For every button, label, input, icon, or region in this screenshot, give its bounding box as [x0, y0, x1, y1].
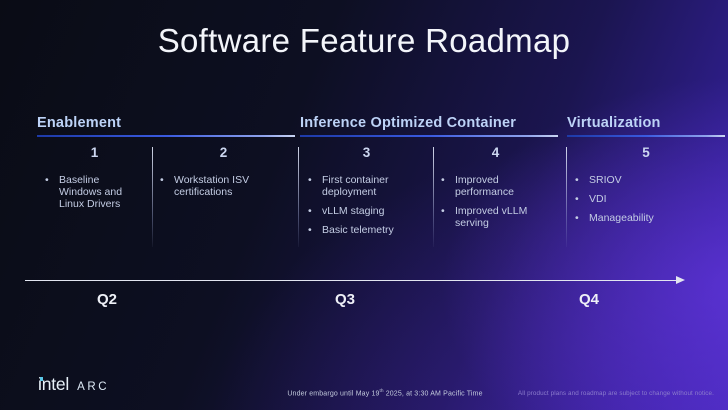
column-number: 5 — [642, 145, 650, 160]
group-inference-optimized-container: Inference Optimized Container 3 First co… — [300, 115, 558, 243]
bullet-icon — [575, 193, 589, 205]
group-enablement: Enablement 1 Baseline Windows and Linux … — [37, 115, 295, 217]
column-number: 2 — [219, 145, 228, 160]
bullet-icon — [308, 205, 322, 217]
arc-wordmark: ARC — [77, 381, 110, 393]
intel-i-dot-icon — [39, 377, 43, 381]
bullet-icon — [160, 174, 174, 198]
bullet-item: Workstation ISV certifications — [152, 174, 295, 198]
group-title: Inference Optimized Container — [300, 115, 517, 131]
roadmap-column-5: 5 SRIOV VDI Manageability — [567, 137, 725, 231]
column-divider — [566, 147, 567, 247]
roadmap-column-4: 4 Improved performance Improved vLLM ser… — [433, 137, 558, 243]
group-virtualization: Virtualization 5 SRIOV VDI Manageabi — [567, 115, 725, 231]
bullet-item: Baseline Windows and Linux Drivers — [37, 174, 152, 210]
roadmap-column-2: 2 Workstation ISV certifications — [152, 137, 295, 217]
bullet-item: Basic telemetry — [300, 224, 433, 236]
group-underline — [37, 135, 295, 137]
bullet-icon — [308, 174, 322, 198]
bullet-icon — [575, 174, 589, 186]
bullet-item: vLLM staging — [300, 205, 433, 217]
embargo-notice: Under embargo until May 19th 2025, at 3:… — [287, 388, 483, 398]
timeline-arrow — [25, 276, 685, 284]
column-divider — [433, 147, 434, 247]
column-number: 4 — [491, 145, 500, 160]
bullet-item: Improved vLLM serving — [433, 205, 558, 229]
group-underline — [567, 135, 725, 137]
bullet-item: First container deployment — [300, 174, 433, 198]
bullet-item: SRIOV — [567, 174, 725, 186]
bullet-icon — [308, 224, 322, 236]
bullet-icon — [441, 205, 455, 229]
group-underline — [300, 135, 558, 137]
intel-arc-logo: intel ARC — [38, 374, 109, 395]
timeline-label-q2: Q2 — [96, 291, 117, 308]
group-title: Enablement — [37, 115, 122, 131]
roadmap-column-1: 1 Baseline Windows and Linux Drivers — [37, 137, 152, 217]
timeline-line — [25, 280, 677, 282]
column-number: 3 — [362, 145, 371, 160]
bullet-item: Manageability — [567, 212, 725, 224]
disclaimer-text: All product plans and roadmap are subjec… — [517, 390, 714, 397]
bullet-icon — [575, 212, 589, 224]
bullet-item: VDI — [567, 193, 725, 205]
column-divider — [298, 147, 299, 247]
timeline-label-q4: Q4 — [578, 291, 599, 308]
column-divider — [152, 147, 153, 247]
intel-wordmark: intel — [38, 374, 70, 394]
bullet-item: Improved performance — [433, 174, 558, 198]
bullet-icon — [441, 174, 455, 198]
timeline-label-q3: Q3 — [334, 291, 355, 308]
column-number: 1 — [90, 145, 99, 160]
group-title: Virtualization — [567, 115, 661, 131]
bullet-icon — [45, 174, 59, 210]
page-title: Software Feature Roadmap — [157, 22, 571, 59]
roadmap-column-3: 3 First container deployment vLLM stagin… — [300, 137, 433, 243]
arrowhead-icon — [676, 276, 685, 284]
